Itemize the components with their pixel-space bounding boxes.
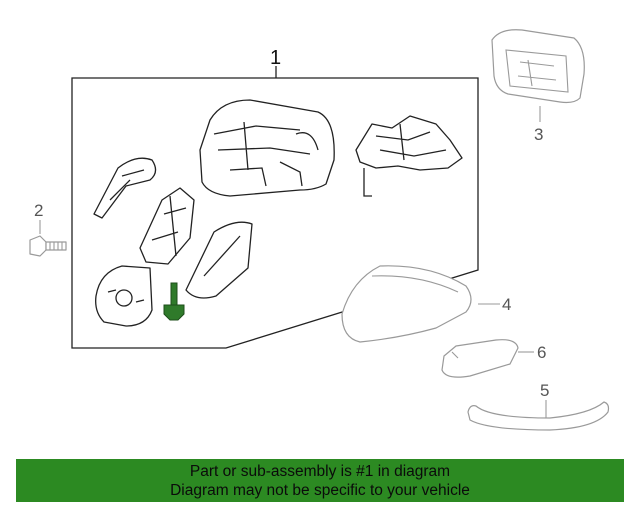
mirror-glass-holder-part[interactable] (185, 221, 253, 299)
banner-line-2: Diagram may not be specific to your vehi… (170, 482, 470, 499)
banner-line-1: Part or sub-assembly is #1 in diagram (189, 463, 451, 480)
mirror-cover-part-4[interactable] (341, 265, 472, 343)
info-banner: Part or sub-assembly is #1 in diagram Di… (16, 459, 624, 502)
turn-signal-part-6[interactable] (441, 339, 519, 378)
callout-4[interactable]: 4 (502, 295, 511, 314)
mirror-housing-part[interactable] (199, 99, 335, 197)
callout-3[interactable]: 3 (534, 125, 543, 144)
callout-2[interactable]: 2 (34, 201, 43, 220)
mirror-glass-part[interactable] (95, 265, 153, 327)
callout-6[interactable]: 6 (537, 343, 546, 362)
callout-5[interactable]: 5 (540, 381, 549, 400)
callout-1[interactable]: 1 (270, 47, 281, 69)
mirror-bolt-part[interactable] (163, 282, 185, 321)
parts-diagram: 1 3 (29, 29, 610, 431)
mirror-bracket-part[interactable] (355, 115, 463, 197)
trim-strip-part-5[interactable] (467, 401, 610, 431)
screw-part-2[interactable] (29, 235, 67, 257)
mirror-cap-small-part[interactable] (93, 157, 157, 219)
mirror-glass-part-3[interactable] (491, 29, 585, 104)
mirror-motor-part[interactable] (139, 187, 195, 265)
